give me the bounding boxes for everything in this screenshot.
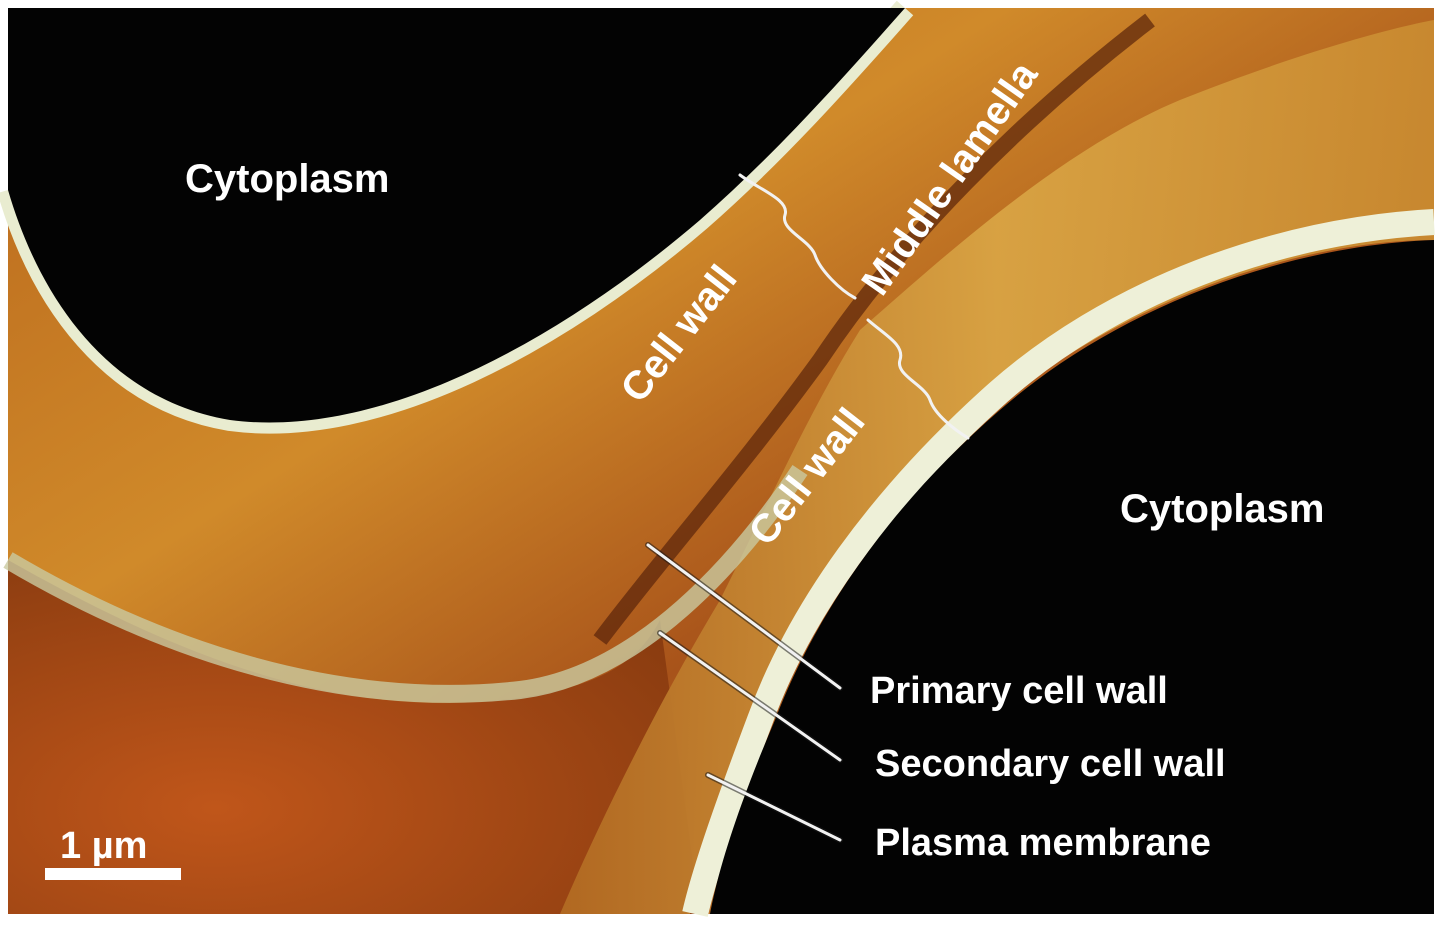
cytoplasm-label-upper: Cytoplasm <box>185 157 390 201</box>
left-cell-membrane-edge <box>3 465 808 703</box>
primary-cell-wall-leader-line <box>646 543 842 690</box>
plasma-membrane-leader-line <box>706 773 842 842</box>
cytoplasm-label-lower: Cytoplasm <box>1120 487 1325 531</box>
secondary-cell-wall-label: Secondary cell wall <box>875 743 1226 785</box>
scale-bar <box>45 868 181 880</box>
primary-cell-wall-label: Primary cell wall <box>870 670 1168 712</box>
secondary-cell-wall-leader-line <box>658 631 842 762</box>
cell-wall-lower-bracket <box>866 318 970 440</box>
right-cell-wall-band <box>560 20 1434 914</box>
middle-lamella-line <box>593 13 1155 645</box>
cell-wall-upper-bracket <box>738 173 857 300</box>
plasma-membrane-label: Plasma membrane <box>875 822 1211 864</box>
lower-cytoplasm-region <box>710 240 1434 914</box>
scale-bar-label: 1 µm <box>60 825 147 867</box>
upper-cytoplasm-region <box>8 8 905 423</box>
lower-cell-membrane-edge <box>682 209 1435 917</box>
